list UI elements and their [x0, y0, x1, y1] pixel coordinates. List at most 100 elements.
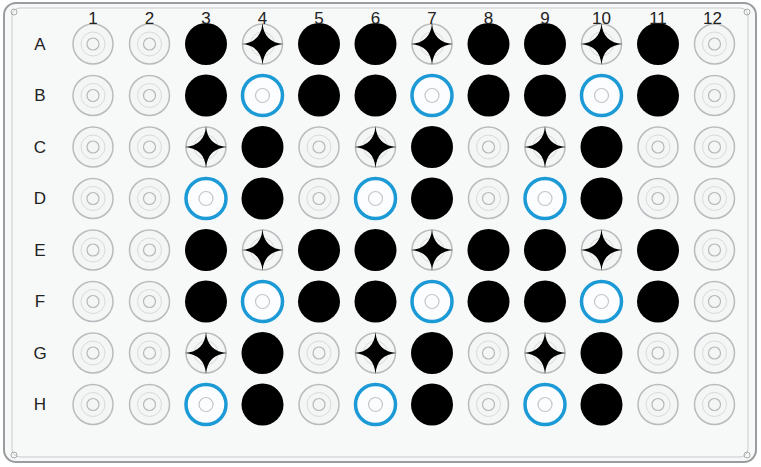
well-rim — [703, 290, 727, 314]
filled-well — [242, 332, 284, 374]
empty-well — [73, 230, 113, 270]
empty-well — [73, 127, 113, 167]
well-rim — [703, 238, 727, 262]
empty-well — [186, 127, 226, 167]
well-rim — [703, 393, 727, 417]
well-bottom — [144, 193, 156, 205]
empty-well — [130, 230, 170, 270]
well-bottom — [87, 90, 99, 102]
star-mark — [242, 23, 284, 65]
well-bottom — [87, 347, 99, 359]
well-bottom — [144, 244, 156, 256]
filled-well — [581, 332, 623, 374]
well-bottom — [313, 347, 325, 359]
empty-well — [695, 127, 735, 167]
well-rim — [307, 393, 331, 417]
well-bottom — [538, 398, 552, 412]
filled-well — [468, 75, 510, 117]
empty-well — [695, 282, 735, 322]
empty-well — [412, 230, 452, 270]
well-rim — [477, 135, 501, 159]
well-rim — [307, 187, 331, 211]
well-rim — [81, 238, 105, 262]
empty-well — [695, 385, 735, 425]
column-number: 10 — [592, 10, 611, 27]
well-bottom — [483, 193, 495, 205]
well-bottom — [709, 347, 721, 359]
filled-well — [185, 229, 227, 271]
well-rim — [138, 84, 162, 108]
filled-well — [242, 384, 284, 426]
well-rim — [703, 135, 727, 159]
well-rim — [81, 290, 105, 314]
well-rim — [81, 187, 105, 211]
empty-well — [582, 24, 622, 64]
empty-well — [638, 127, 678, 167]
well-bottom — [709, 193, 721, 205]
empty-well — [582, 230, 622, 270]
blue-well — [186, 179, 226, 219]
empty-well — [73, 385, 113, 425]
filled-well — [411, 332, 453, 374]
empty-well — [525, 127, 565, 167]
filled-well — [185, 75, 227, 117]
empty-well — [130, 127, 170, 167]
well-bottom — [483, 347, 495, 359]
column-number: 7 — [427, 10, 436, 27]
column-number: 12 — [703, 10, 722, 27]
row-letter: G — [33, 345, 46, 362]
row-letter: D — [34, 190, 46, 207]
empty-well — [130, 333, 170, 373]
filled-well — [242, 126, 284, 168]
well-rim — [138, 290, 162, 314]
filled-well — [524, 281, 566, 323]
filled-well — [242, 178, 284, 220]
well-bottom — [483, 141, 495, 153]
well-bottom — [425, 295, 439, 309]
well-rim — [477, 393, 501, 417]
blue-well — [243, 282, 283, 322]
well-bottom — [144, 296, 156, 308]
well-rim — [138, 341, 162, 365]
filled-well — [411, 384, 453, 426]
well-bottom — [144, 347, 156, 359]
well-bottom — [313, 193, 325, 205]
well-rim — [138, 187, 162, 211]
filled-well — [298, 75, 340, 117]
filled-well — [637, 23, 679, 65]
well-rim — [138, 135, 162, 159]
well-bottom — [87, 193, 99, 205]
well-bottom — [87, 296, 99, 308]
column-number: 6 — [371, 10, 380, 27]
empty-well — [186, 333, 226, 373]
filled-well — [411, 178, 453, 220]
row-letter: H — [34, 396, 46, 413]
row-letter: C — [34, 139, 46, 156]
well-bottom — [87, 38, 99, 50]
empty-well — [73, 76, 113, 116]
well-rim — [477, 187, 501, 211]
empty-well — [243, 24, 283, 64]
empty-well — [695, 179, 735, 219]
well-bottom — [256, 295, 270, 309]
well-bottom — [709, 90, 721, 102]
well-rim — [477, 341, 501, 365]
blue-well — [356, 179, 396, 219]
empty-well — [299, 333, 339, 373]
well-rim — [703, 84, 727, 108]
empty-well — [73, 333, 113, 373]
empty-well — [695, 333, 735, 373]
filled-well — [298, 23, 340, 65]
well-rim — [307, 135, 331, 159]
empty-well — [130, 24, 170, 64]
filled-well — [355, 75, 397, 117]
filled-well — [581, 384, 623, 426]
well-rim — [138, 238, 162, 262]
empty-well — [299, 385, 339, 425]
filled-well — [468, 229, 510, 271]
well-rim — [138, 393, 162, 417]
blue-well — [412, 282, 452, 322]
well-bottom — [483, 399, 495, 411]
empty-well — [638, 385, 678, 425]
well-bottom — [144, 399, 156, 411]
